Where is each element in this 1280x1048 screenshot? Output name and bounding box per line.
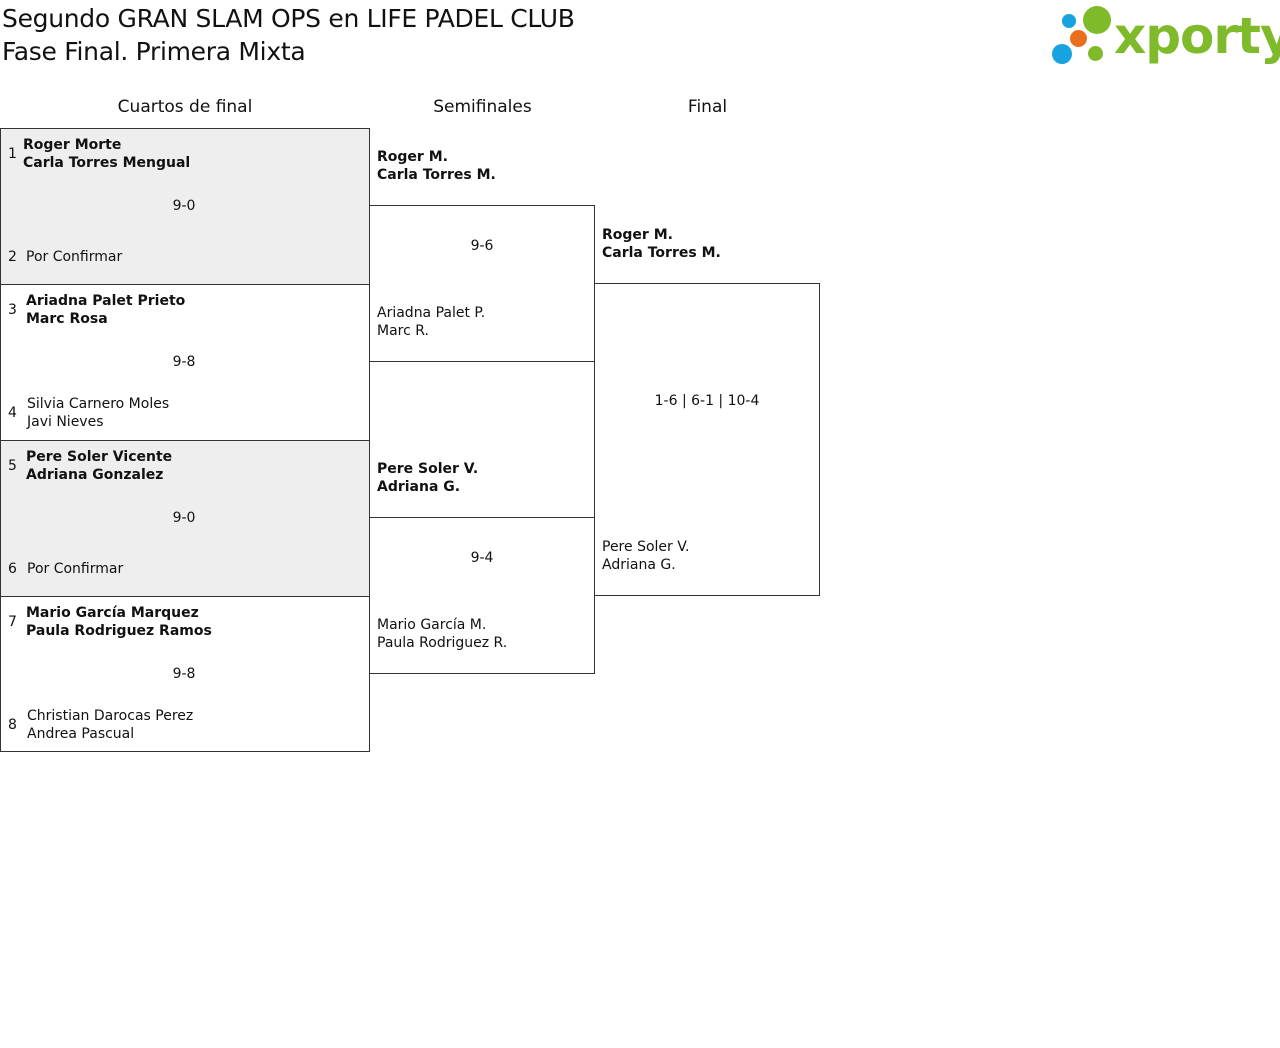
match-score: 9-0	[172, 198, 196, 214]
player-name: Paula Rodriguez R.	[377, 635, 508, 651]
title-line-1: Segundo GRAN SLAM OPS en LIFE PADEL CLUB	[2, 4, 575, 33]
seed-number: 5	[8, 458, 17, 474]
team-loser: Silvia Carnero Moles Javi Nieves	[27, 395, 169, 431]
seed-number: 8	[8, 717, 17, 733]
match-score: 9-8	[172, 666, 196, 682]
final-match[interactable]: 1-6 | 6-1 | 10-4 Pere Soler V. Adriana G…	[594, 283, 820, 596]
player-name: Adriana G.	[377, 479, 461, 495]
player-name: Mario García Marquez	[26, 605, 199, 621]
semifinal-1-winner: Roger M. Carla Torres M.	[377, 148, 496, 184]
player-name: Roger M.	[377, 149, 448, 165]
player-name: Javi Nieves	[27, 414, 104, 430]
player-name: Andrea Pascual	[27, 726, 135, 742]
player-name: Carla Torres M.	[377, 167, 496, 183]
team-winner: Pere Soler Vicente Adriana Gonzalez	[26, 448, 172, 484]
xporty-logo: xporty	[1050, 4, 1280, 68]
match-score: 9-8	[172, 354, 196, 370]
logo-dot-green-small	[1088, 46, 1103, 61]
player-name: Paula Rodriguez Ramos	[26, 623, 212, 639]
team-runner-up: Pere Soler V. Adriana G.	[602, 538, 689, 574]
team-loser: Por Confirmar	[27, 560, 123, 578]
team-winner: Roger Morte Carla Torres Mengual	[23, 136, 190, 172]
column-header-semifinals: Semifinales	[433, 97, 532, 117]
match-score: 9-6	[470, 238, 494, 254]
player-name: Pere Soler Vicente	[26, 449, 173, 465]
semifinal-match-1[interactable]: 9-6 Ariadna Palet P. Marc R.	[369, 205, 595, 362]
player-name: Por Confirmar	[26, 249, 123, 265]
team-loser: Por Confirmar	[26, 248, 122, 266]
seed-number: 3	[8, 302, 17, 318]
player-name: Pere Soler V.	[377, 461, 479, 477]
team-loser: Ariadna Palet P. Marc R.	[377, 304, 485, 340]
team-winner: Mario García Marquez Paula Rodriguez Ram…	[26, 604, 212, 640]
logo-dot-green-large	[1083, 6, 1111, 34]
match-score: 9-0	[172, 510, 196, 526]
match-score: 9-4	[470, 550, 494, 566]
logo-dot-blue-small	[1062, 14, 1076, 28]
player-name: Carla Torres Mengual	[23, 155, 191, 171]
seed-number: 4	[8, 405, 17, 421]
seed-number: 7	[8, 614, 17, 630]
quarterfinal-match-1[interactable]: 1 Roger Morte Carla Torres Mengual 9-0 2…	[0, 128, 370, 285]
player-name: Roger M.	[602, 227, 673, 243]
player-name: Pere Soler V.	[602, 539, 690, 555]
player-name: Silvia Carnero Moles	[27, 396, 170, 412]
team-loser: Christian Darocas Perez Andrea Pascual	[27, 707, 193, 743]
player-name: Roger Morte	[23, 137, 122, 153]
player-name: Marc Rosa	[26, 311, 108, 327]
quarterfinal-match-2[interactable]: 3 Ariadna Palet Prieto Marc Rosa 9-8 4 S…	[0, 284, 370, 441]
player-name: Ariadna Palet P.	[377, 305, 486, 321]
column-header-final: Final	[687, 97, 728, 117]
seed-number: 6	[8, 561, 17, 577]
player-name: Ariadna Palet Prieto	[26, 293, 186, 309]
column-header-quarterfinals: Cuartos de final	[117, 97, 253, 117]
semifinal-2-winner: Pere Soler V. Adriana G.	[377, 460, 478, 496]
logo-dot-orange	[1070, 30, 1087, 47]
semifinal-match-2[interactable]: 9-4 Mario García M. Paula Rodriguez R.	[369, 517, 595, 674]
seed-number: 2	[8, 249, 17, 265]
seed-number: 1	[8, 146, 17, 162]
logo-dot-blue-large	[1052, 44, 1072, 64]
title-line-2: Fase Final. Primera Mixta	[2, 37, 306, 66]
player-name: Mario García M.	[377, 617, 487, 633]
page-title: Segundo GRAN SLAM OPS en LIFE PADEL CLUB…	[2, 2, 575, 68]
final-winner: Roger M. Carla Torres M.	[602, 226, 721, 262]
team-winner: Ariadna Palet Prieto Marc Rosa	[26, 292, 185, 328]
player-name: Marc R.	[377, 323, 429, 339]
player-name: Adriana Gonzalez	[26, 467, 164, 483]
player-name: Carla Torres M.	[602, 245, 721, 261]
match-score: 1-6 | 6-1 | 10-4	[654, 393, 760, 409]
team-loser: Mario García M. Paula Rodriguez R.	[377, 616, 507, 652]
player-name: Adriana G.	[602, 557, 676, 573]
player-name: Por Confirmar	[27, 561, 124, 577]
player-name: Christian Darocas Perez	[27, 708, 194, 724]
quarterfinal-match-3[interactable]: 5 Pere Soler Vicente Adriana Gonzalez 9-…	[0, 440, 370, 597]
quarterfinal-match-4[interactable]: 7 Mario García Marquez Paula Rodriguez R…	[0, 596, 370, 752]
logo-wordmark: xporty	[1114, 7, 1280, 65]
